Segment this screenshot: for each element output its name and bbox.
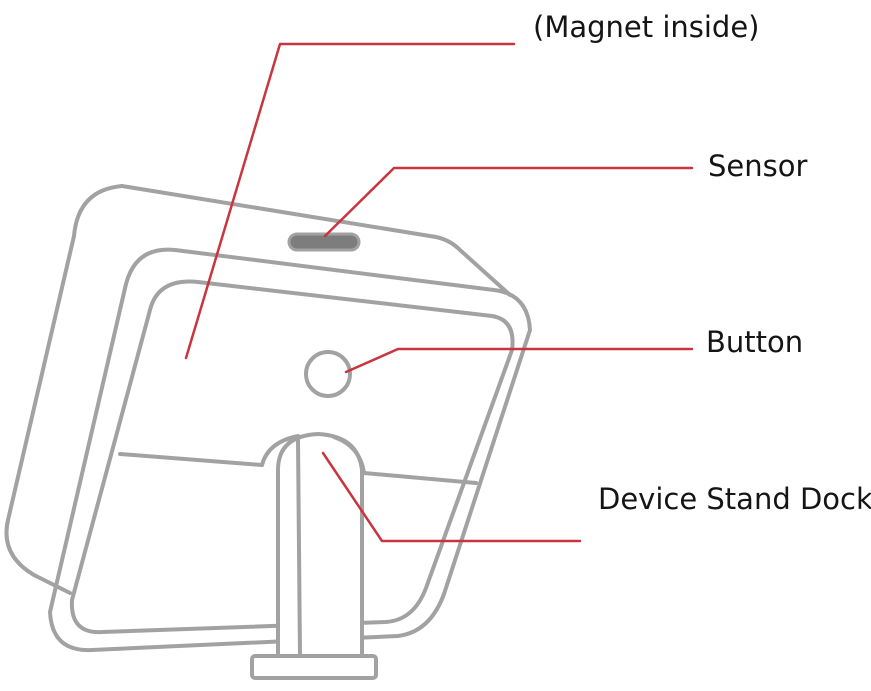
- callout-device-stand-dock: Device Stand Dock: [598, 482, 871, 516]
- leader-line-sensor: [323, 166, 694, 238]
- leader-line-button: [344, 347, 694, 374]
- leader-line-magnet: [184, 42, 516, 360]
- callout-sensor: Sensor: [708, 149, 808, 183]
- device-front-frame: [48, 247, 532, 653]
- face-seam-right: [362, 471, 478, 485]
- button-circle: [304, 350, 352, 398]
- sensor-slot: [287, 232, 361, 252]
- callout-magnet-inside: (Magnet inside): [533, 10, 760, 44]
- leader-line-dock: [321, 451, 582, 543]
- stand-base: [250, 654, 378, 680]
- stand-inner-line: [296, 438, 302, 660]
- stand-dock-collar-left: [260, 434, 300, 467]
- stand-arm: [276, 432, 364, 660]
- stand-dock-collar-right: [332, 435, 366, 475]
- device-back-shell-top: [120, 184, 512, 297]
- device-front-face: [69, 279, 515, 635]
- callout-button: Button: [706, 325, 804, 359]
- device-back-shell: [4, 184, 124, 595]
- face-seam: [118, 452, 264, 467]
